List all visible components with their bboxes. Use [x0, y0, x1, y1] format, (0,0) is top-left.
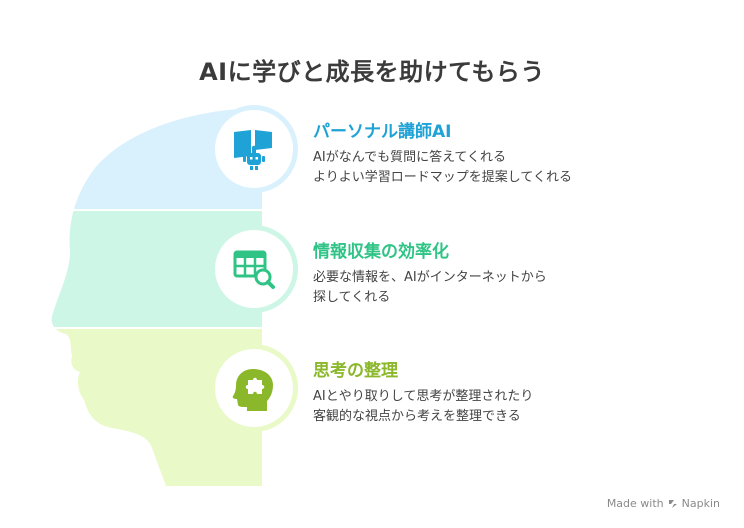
section-2-description: 必要な情報を、AIがインターネットから 探してくれる [313, 268, 547, 308]
section-1-line-1: AIがなんでも質問に答えてくれる [313, 150, 507, 165]
section-3-icon-circle [215, 349, 293, 427]
section-2-heading: 情報収集の効率化 [313, 242, 449, 262]
section-3-line-2: 客観的な視点から考えを整理できる [313, 409, 521, 424]
page-title: AIに学びと成長を助けてもらう [199, 58, 545, 86]
section-3-heading: 思考の整理 [313, 361, 398, 381]
napkin-logo-icon [668, 499, 677, 508]
head-puzzle-icon [232, 369, 273, 411]
section-1-line-2: よりよい学習ロードマップを提案してくれる [313, 170, 572, 185]
section-3-description: AIとやり取りして思考が整理されたり 客観的な視点から考えを整理できる [313, 387, 533, 427]
section-2-icon-circle [215, 230, 293, 308]
section-1-icon-circle [215, 110, 293, 188]
table-search-icon [233, 250, 275, 289]
book-robot-icon [234, 130, 272, 170]
napkin-brand: Napkin [681, 497, 720, 510]
section-2-line-2: 探してくれる [313, 290, 391, 305]
section-3-line-1: AIとやり取りして思考が整理されたり [313, 389, 534, 404]
made-with-label: Made with [606, 497, 664, 510]
section-1-description: AIがなんでも質問に答えてくれる よりよい学習ロードマップを提案してくれる [313, 148, 572, 188]
made-with-credit[interactable]: Made with Napkin [607, 497, 720, 510]
section-2-line-1: 必要な情報を、AIがインターネットから [313, 270, 547, 285]
section-1-heading: パーソナル講師AI [313, 122, 452, 142]
